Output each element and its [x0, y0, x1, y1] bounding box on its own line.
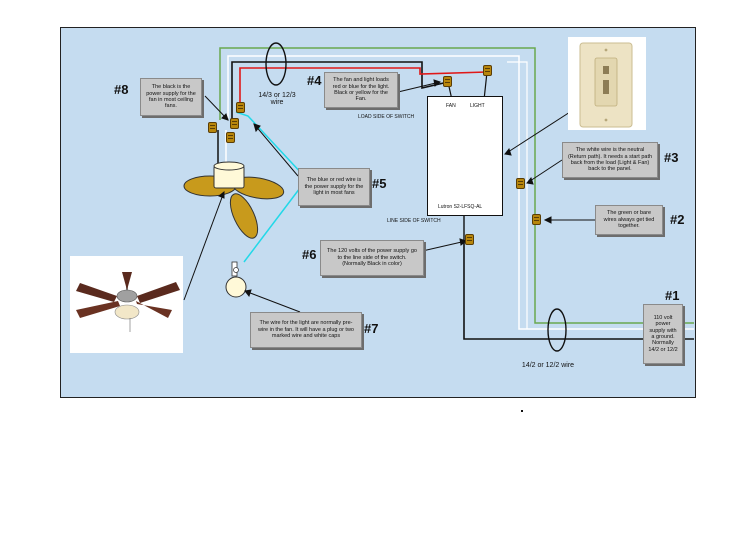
number-4: #4: [307, 73, 322, 88]
wirenut-icon: [532, 214, 541, 225]
fan-label: FAN: [446, 103, 456, 109]
arrow-5: [253, 123, 299, 177]
arrow-4: [397, 81, 441, 93]
arrow-6: [417, 240, 467, 253]
line-wire: [463, 240, 694, 340]
fan-load-wire: [231, 61, 449, 122]
light-label: LIGHT: [470, 103, 485, 109]
light-load-wire: [239, 67, 488, 108]
note-7: The wire for the light are normally pre-…: [250, 312, 362, 348]
wirenut-icon: [483, 65, 492, 76]
cyan-wire-top: [235, 111, 305, 177]
wire-bottom-label: 14/2 or 12/2 wire: [521, 362, 575, 369]
arrow-7: [244, 290, 301, 313]
note-2: The green or bare wires always get tied …: [595, 205, 663, 235]
note-8: The black is the power supply for the fa…: [140, 78, 202, 116]
neutral-wire-2: [507, 61, 528, 329]
number-7: #7: [364, 321, 379, 336]
number-3: #3: [664, 150, 679, 165]
note-3: The white wire is the neutral (Return pa…: [562, 142, 658, 178]
cable-14-3-oval: [265, 42, 287, 86]
note-5: The blue or red wire is the power supply…: [298, 168, 370, 206]
ceiling-fan-photo-icon: [70, 256, 183, 353]
number-6: #6: [302, 247, 317, 262]
stray-dot: [521, 410, 523, 412]
note-6: The 120 volts of the power supply go to …: [320, 240, 424, 276]
number-8: #8: [114, 82, 129, 97]
fan-icon: [183, 161, 285, 239]
ground-wire: [219, 47, 694, 324]
note-1: 110 volt power supply with a ground. Nor…: [643, 304, 683, 364]
wirenut-icon: [226, 132, 235, 143]
arrow-fan-photo: [183, 191, 225, 301]
neutral-wire: [227, 55, 694, 330]
wirenut-icon: [236, 102, 245, 113]
dimmer-switch-photo-icon: [568, 37, 646, 130]
switch-model-label: Lutron S2-LFSQ-AL: [438, 204, 483, 210]
arrow-3: [526, 159, 563, 184]
line-side-label: LINE SIDE OF SWITCH: [387, 218, 441, 224]
wirenut-icon: [516, 178, 525, 189]
number-2: #2: [670, 212, 685, 227]
light-bulb-icon: [225, 261, 247, 298]
dimmer-switch-box: FAN LIGHT Lutron S2-LFSQ-AL: [427, 96, 503, 216]
wirenut-icon: [208, 122, 217, 133]
wirenut-icon: [443, 76, 452, 87]
cable-14-2-oval: [547, 308, 567, 352]
load-side-label: LOAD SIDE OF SWITCH: [358, 114, 415, 120]
wirenut-icon: [465, 234, 474, 245]
wire-top-label: 14/3 or 12/3 wire: [258, 92, 296, 106]
wirenut-icon: [230, 118, 239, 129]
number-1: #1: [665, 288, 680, 303]
number-5: #5: [372, 176, 387, 191]
note-4: The fan and light loads red or blue for …: [324, 72, 398, 108]
cyan-wire-down: [243, 187, 301, 263]
